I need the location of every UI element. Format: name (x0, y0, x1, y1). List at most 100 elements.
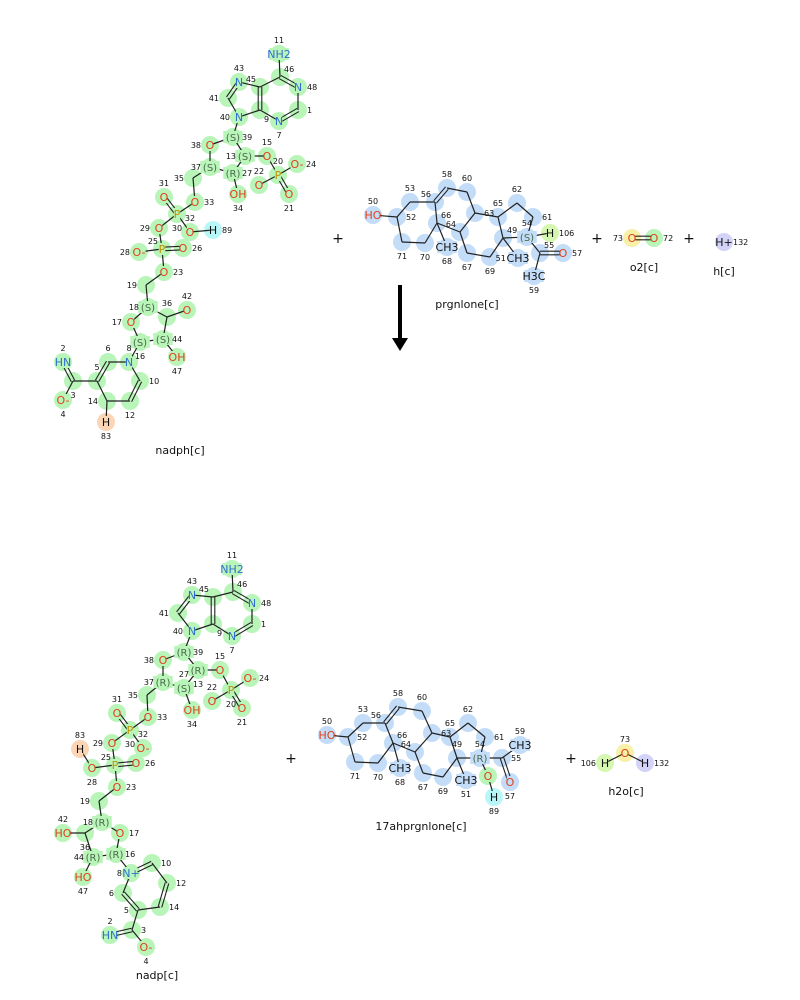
atom: O31 (112, 695, 122, 720)
atom-symbol: O (144, 711, 153, 724)
atom: (R)54 (470, 740, 490, 765)
atom-number: 39 (193, 648, 203, 657)
atom: 69 (485, 267, 495, 276)
atom-symbol: (R) (177, 648, 192, 659)
atom-number: 35 (174, 174, 184, 183)
bond (449, 722, 469, 738)
atom: 3 (70, 391, 75, 400)
bond (354, 761, 379, 764)
atom-number: 41 (159, 609, 169, 618)
atom-number: 61 (494, 733, 504, 742)
double-bond (115, 764, 137, 768)
atom-symbol: N (275, 115, 283, 128)
atom: 46 (237, 580, 247, 589)
atom-number: 18 (83, 818, 93, 827)
molecule-label-prgnlone: prgnlone[c] (435, 298, 498, 311)
atom-number: 4 (143, 957, 148, 966)
atom: 62 (463, 705, 473, 714)
atoms-m4: H+132 (715, 236, 748, 249)
atom-number: 7 (276, 131, 281, 140)
atom: 69 (438, 787, 448, 796)
bond (431, 732, 451, 738)
atom-number: 24 (259, 674, 269, 683)
molecule-label-h: h[c] (713, 265, 735, 278)
atom-symbol: O (628, 232, 637, 245)
atom-number: 60 (462, 174, 472, 183)
atom: 14 (169, 903, 179, 912)
atom-symbol: P (275, 169, 282, 182)
atom-symbol: N (235, 111, 243, 124)
atom: 52 (406, 213, 416, 222)
atom: 70 (420, 253, 430, 262)
atom-symbol: O- (133, 246, 146, 259)
atom-number: 11 (274, 36, 284, 45)
atom-number: 17 (129, 829, 139, 838)
atom-number: 11 (227, 551, 237, 560)
atom: N+8 (117, 867, 140, 880)
atom-symbol: O (559, 247, 568, 260)
atom-symbol: H3C (523, 270, 546, 283)
atom-number: 41 (209, 94, 219, 103)
atom-number: 59 (515, 727, 525, 736)
atom: N7 (228, 630, 236, 655)
atom-number: 62 (463, 705, 473, 714)
molecule-nadpc (54, 560, 261, 956)
atom-symbol: O (160, 266, 169, 279)
atom-number: 13 (226, 152, 236, 161)
atom: 64 (446, 220, 456, 229)
atom-number: 48 (307, 83, 317, 92)
atom-number: 26 (192, 244, 202, 253)
atom-number: 83 (101, 432, 111, 441)
atom-symbol: O (132, 757, 141, 770)
atom-symbol: O (160, 191, 169, 204)
atom-number: 15 (215, 652, 225, 661)
atom-number: 1 (307, 106, 312, 115)
atom: P30 (125, 724, 135, 749)
atom: O42 (182, 292, 192, 317)
atom: HN2 (102, 917, 119, 942)
atom: O (484, 770, 493, 783)
bond (396, 201, 411, 218)
atom-number: 59 (529, 286, 539, 295)
atom-symbol: CH3 (509, 739, 532, 752)
atom-symbol: (R) (95, 818, 110, 829)
bond (166, 309, 188, 318)
atom-number: 7 (229, 646, 234, 655)
atom: 46 (284, 65, 294, 74)
atom-number: 54 (475, 740, 485, 749)
bond (422, 772, 444, 778)
molecule-label-h2o: h2o[c] (608, 785, 643, 798)
atom-symbol: O (285, 188, 294, 201)
atom-number: 65 (493, 199, 503, 208)
bond (446, 187, 468, 193)
bond (497, 202, 518, 218)
atom-number: 46 (284, 65, 294, 74)
atom-number: 12 (125, 411, 135, 420)
double-bond (232, 625, 254, 639)
atom: O-24 (243, 672, 269, 685)
reaction-arrow (392, 285, 408, 351)
atom-symbol: (R) (109, 850, 124, 861)
atom: O21 (284, 188, 294, 213)
atom-number: 106 (581, 759, 596, 768)
atom: 65 (493, 199, 503, 208)
atom-symbol: N (125, 356, 133, 369)
atom: 67 (418, 783, 428, 792)
atom-number: 132 (733, 238, 748, 247)
atom: 64 (401, 740, 411, 749)
atom: 35 (174, 174, 184, 183)
atom: 71 (397, 252, 407, 261)
atom-number: 27 (179, 670, 189, 679)
double-bond (176, 593, 192, 613)
atom: 36 (80, 843, 90, 852)
atom-number: 43 (234, 64, 244, 73)
plus-operator: + (683, 231, 695, 247)
atom: 19 (80, 797, 90, 806)
